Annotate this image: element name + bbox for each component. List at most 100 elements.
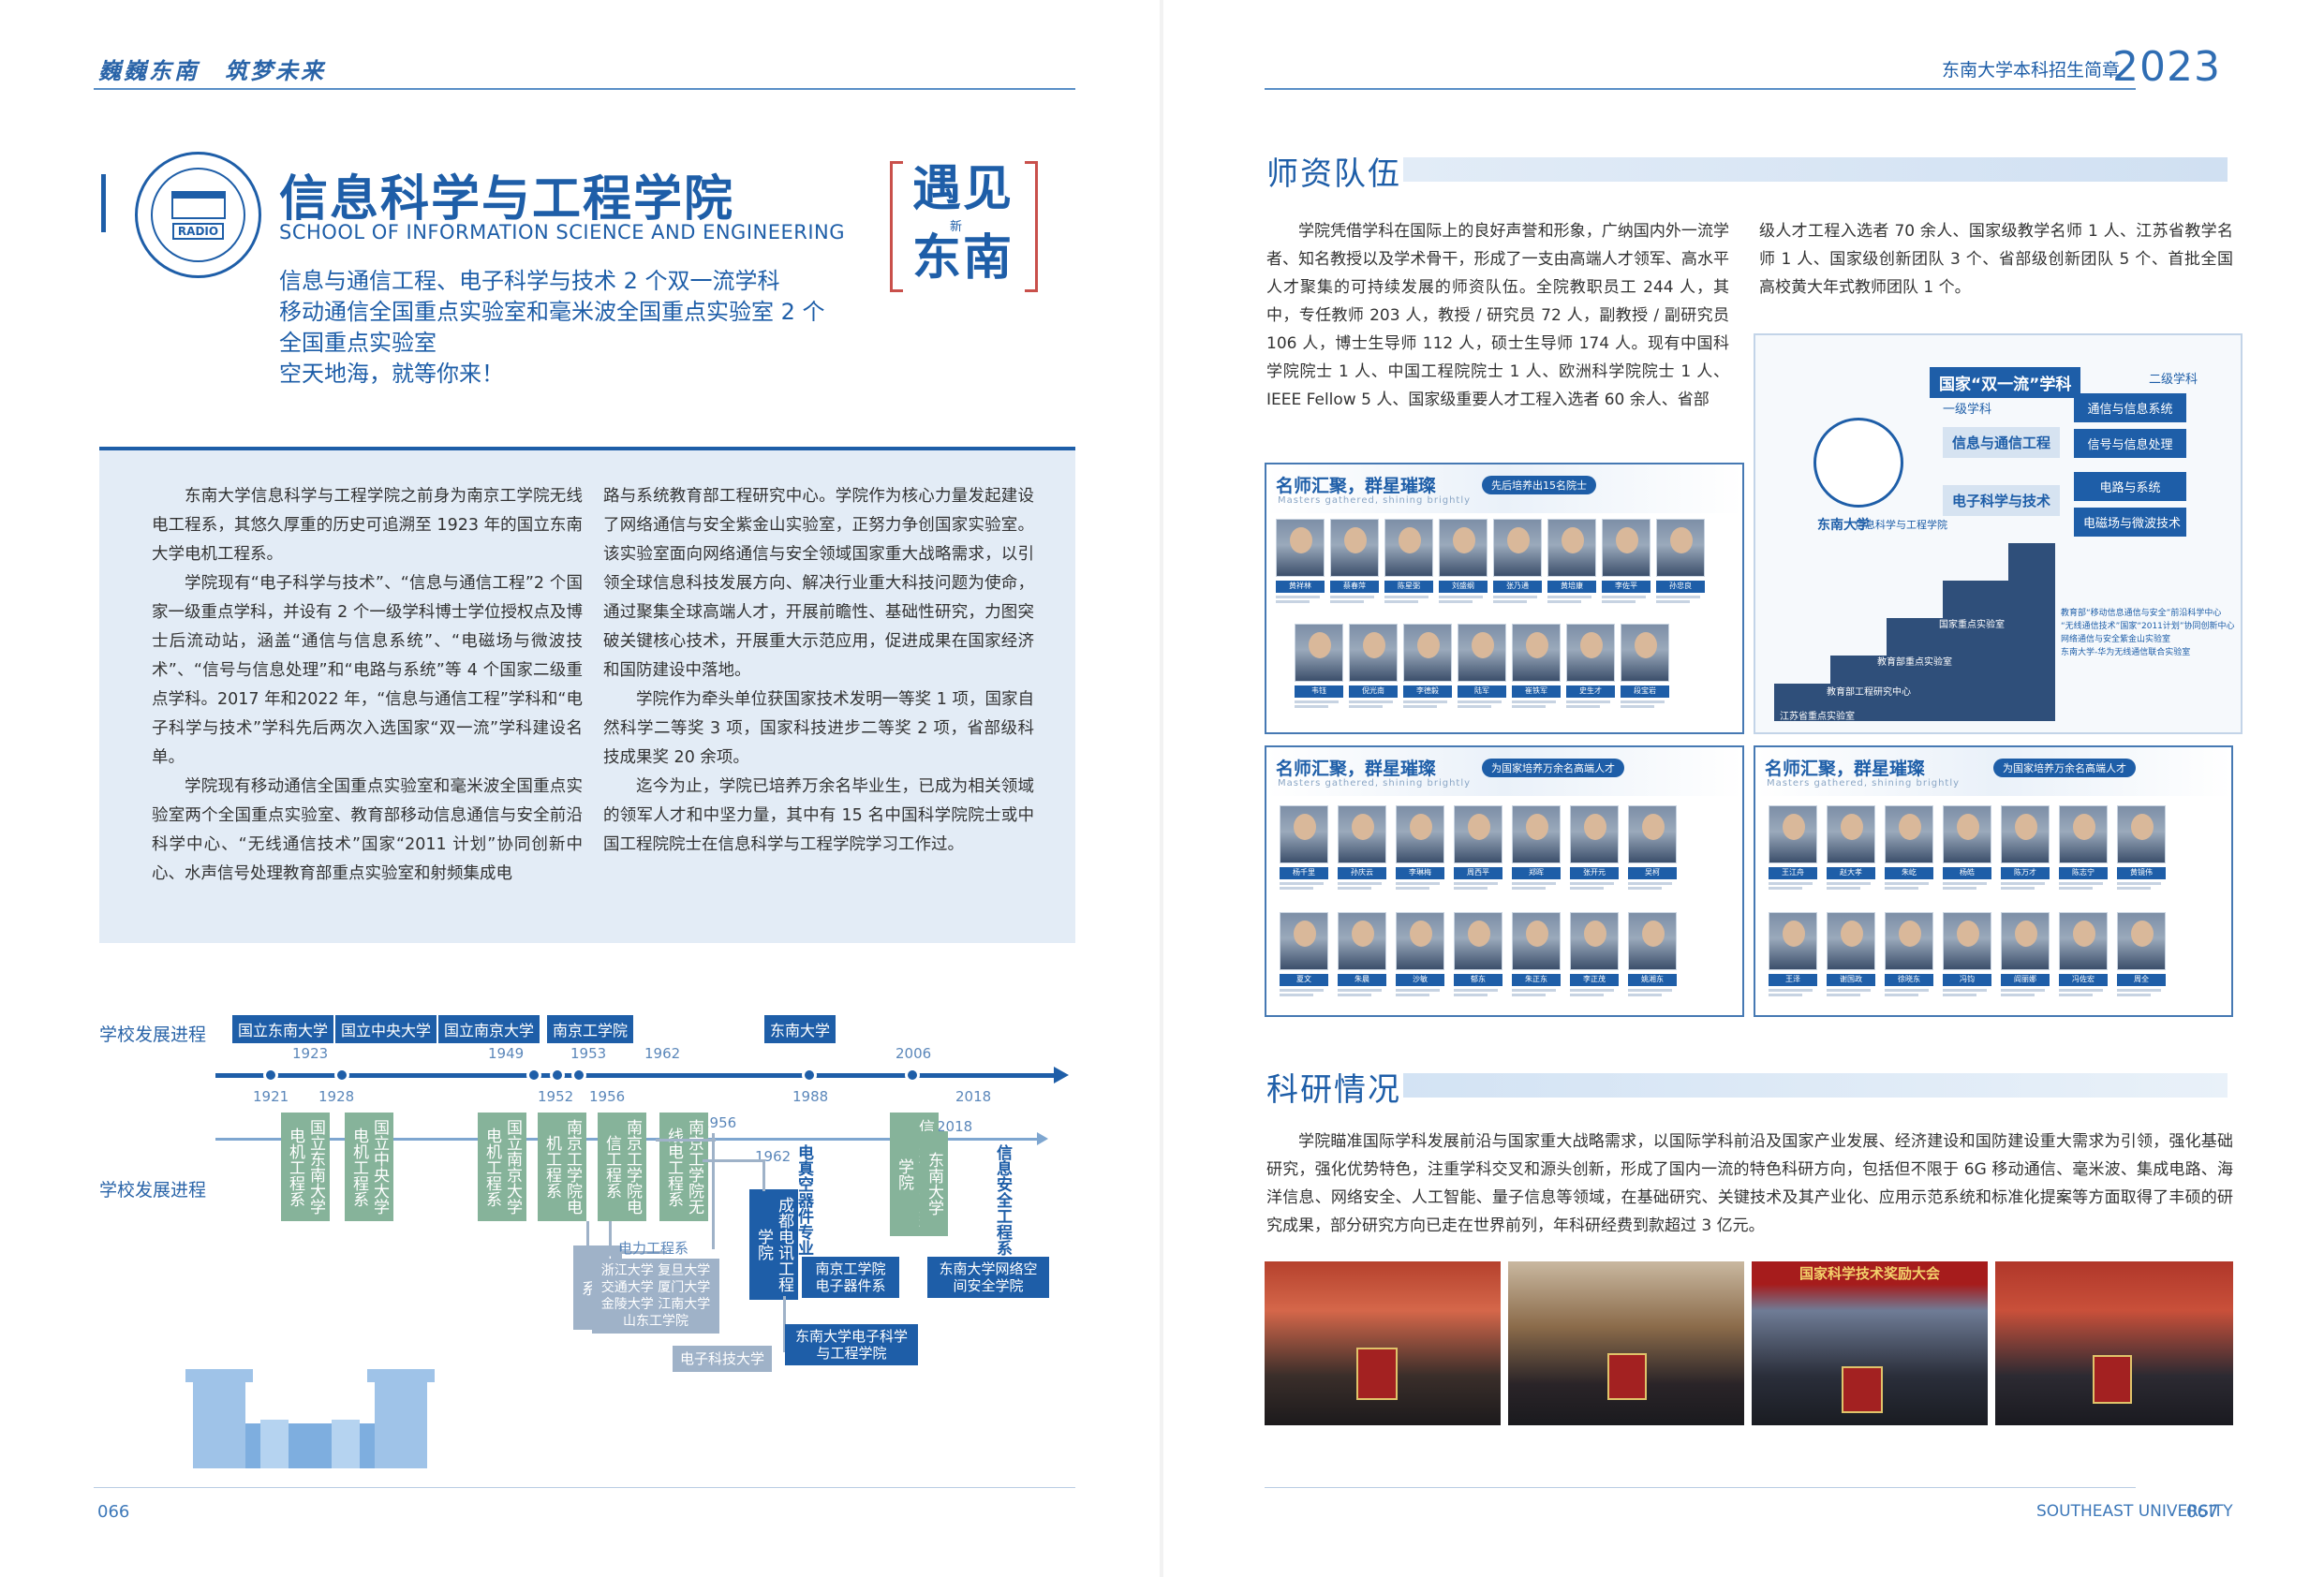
- page-gutter: [1160, 0, 1163, 1577]
- member-name: 朱正东: [1512, 974, 1561, 986]
- portrait-photo: [1454, 805, 1502, 863]
- bio-line: [1439, 600, 1473, 603]
- bio-line: [1396, 882, 1440, 885]
- bio-line: [1827, 994, 1861, 996]
- intro-paragraph-continued: 路与系统教育部工程研究中心。学院作为核心力量发起建设了网络通信与安全紫金山实验室…: [603, 487, 1034, 680]
- faculty-member: 李佐平: [1602, 519, 1650, 603]
- member-name: 沙敏: [1396, 974, 1444, 986]
- stamp-text-bottom: 东南: [912, 230, 1014, 287]
- bio-line: [1403, 705, 1438, 708]
- faculty-member: 王泽: [1769, 912, 1817, 996]
- member-name: 崔铁军: [1512, 685, 1561, 698]
- portrait-photo: [1628, 805, 1677, 863]
- faculty-member: 夏文: [1280, 912, 1328, 996]
- bio-line: [1512, 887, 1547, 890]
- member-name: 杨皓: [1943, 867, 1991, 879]
- power-dept-label: 电力工程系: [618, 1240, 689, 1257]
- portrait-photo: [1570, 912, 1619, 970]
- connector: [586, 1221, 589, 1245]
- member-name: 蔡春萍: [1330, 581, 1379, 593]
- connector: [609, 1221, 612, 1253]
- bio-line: [1885, 882, 1929, 885]
- bio-line: [1330, 596, 1374, 598]
- brochure-year: 2023: [2112, 43, 2221, 91]
- faculty-member: 徐晓东: [1885, 912, 1933, 996]
- bio-line: [1570, 887, 1605, 890]
- portrait-photo: [2059, 805, 2108, 863]
- portrait-photo: [2059, 912, 2108, 970]
- timeline-dot: [802, 1068, 817, 1083]
- bio-line: [1628, 989, 1672, 992]
- bio-line: [1602, 596, 1646, 598]
- elec-sci-univ: 电子科技大学: [673, 1346, 773, 1372]
- diagram-note: 东南大学-华为无线通信联合实验室: [2061, 648, 2191, 657]
- history-box: 南京工学院无线电工程系: [659, 1113, 708, 1221]
- year-label: 2006: [896, 1045, 932, 1062]
- member-name: 赵大孝: [1827, 867, 1875, 879]
- bio-line: [1885, 989, 1929, 992]
- faculty-text: 级人才工程入选者 70 余人、国家级教学名师 1 人、江苏省教学名师 1 人、国…: [1759, 222, 2233, 297]
- bio-line: [2001, 994, 2035, 996]
- portrait-photo: [1280, 912, 1328, 970]
- intro-paragraph: 学院现有移动通信全国重点实验室和毫米波全国重点实验室两个全国重点实验室、教育部移…: [152, 777, 583, 883]
- bio-line: [1628, 887, 1663, 890]
- member-name: 王江舟: [1769, 867, 1817, 879]
- research-text: 学院瞄准国际学科发展前沿与国家重大战略需求，以国际学科前沿及国家产业发展、经济建…: [1266, 1132, 2233, 1235]
- header-rule-left: [94, 88, 1075, 90]
- timeline-dot: [905, 1068, 920, 1083]
- bio-line: [2001, 887, 2035, 890]
- bio-line: [1349, 700, 1393, 703]
- faculty-member: 黄祥林: [1276, 519, 1325, 603]
- portrait-photo: [1338, 912, 1386, 970]
- title-accent-bar: [101, 174, 106, 232]
- bio-line: [1628, 882, 1672, 885]
- panel-badge: 为国家培养万余名高端人才: [1993, 759, 2136, 777]
- bio-line: [1769, 887, 1803, 890]
- panel-subtitle: Masters gathered, shining brightly: [1767, 778, 1961, 788]
- portrait-photo: [1439, 519, 1488, 577]
- faculty-row: 杨千里 孙庆云 李琳梅 周西平 郑晖 张开元 吴柯: [1280, 805, 1686, 890]
- feature-line: 全国重点实验室: [279, 330, 437, 356]
- uni-tag: 国立东南大学: [232, 1015, 334, 1043]
- research-heading-bar: [1403, 1073, 2228, 1098]
- year-label: 1956: [701, 1114, 737, 1131]
- diagram-step: 教育部工程研究中心: [1827, 687, 1911, 698]
- bio-line: [1656, 600, 1691, 603]
- connector: [656, 1139, 716, 1142]
- faculty-heading: 师资队伍: [1266, 155, 1401, 193]
- intro-column-2: 路与系统教育部工程研究中心。学院作为核心力量发起建设了网络通信与安全紫金山实验室…: [603, 482, 1034, 860]
- bio-line: [1280, 887, 1314, 890]
- uni-tag: 国立南京大学: [438, 1015, 540, 1043]
- school-features: 信息与通信工程、电子科学与技术 2 个双一流学科 移动通信全国重点实验室和毫米波…: [279, 266, 825, 390]
- portrait-photo: [1403, 624, 1452, 682]
- diagram-notes: 教育部“移动信息通信与安全”前沿科学中心 “无线通信技术”国家“2011计划”协…: [2061, 607, 2239, 659]
- member-name: 刘盛纲: [1439, 581, 1488, 593]
- history-box: 国立南京大学电机工程系: [478, 1113, 526, 1221]
- connector: [762, 1159, 765, 1191]
- member-name: 张乃通: [1493, 581, 1542, 593]
- certificate-icon: [1356, 1348, 1398, 1400]
- member-name: 朱屹: [1885, 867, 1933, 879]
- diagram-main-discipline: 电子科学与技术: [1943, 485, 2061, 516]
- year-label: 1962: [755, 1148, 792, 1165]
- portrait-photo: [1280, 805, 1328, 863]
- year-label: 2018: [937, 1118, 973, 1135]
- discipline-diagram: 国家“双一流”学科 一级学科 二级学科 东南大学 信息科学与工程学院 信息与通信…: [1754, 333, 2243, 734]
- portrait-photo: [1512, 912, 1561, 970]
- feature-line: 信息与通信工程、电子科学与技术 2 个双一流学科: [279, 268, 780, 294]
- bio-line: [1827, 882, 1871, 885]
- year-label: 1928: [318, 1088, 355, 1105]
- member-name: 李佐平: [1602, 581, 1650, 593]
- member-name: 张开元: [1570, 867, 1619, 879]
- faculty-paragraph-left: 学院凭借学科在国际上的良好声誉和形象，广纳国内外一流学者、知名教授以及学术骨干，…: [1266, 217, 1729, 414]
- connector: [611, 1251, 667, 1254]
- uni-tag: 南京工学院: [547, 1015, 634, 1043]
- bio-line: [1656, 596, 1700, 598]
- faculty-member: 李琳梅: [1396, 805, 1444, 890]
- award-photo-3: 国家科学技术奖励大会: [1752, 1261, 1988, 1425]
- portrait-photo: [1276, 519, 1325, 577]
- year-label: 1952: [538, 1088, 574, 1105]
- faculty-member: 孙忠良: [1656, 519, 1705, 603]
- faculty-member: 冯钧: [1943, 912, 1991, 996]
- panel-title: 名师汇聚，群星璀璨: [1276, 476, 1437, 496]
